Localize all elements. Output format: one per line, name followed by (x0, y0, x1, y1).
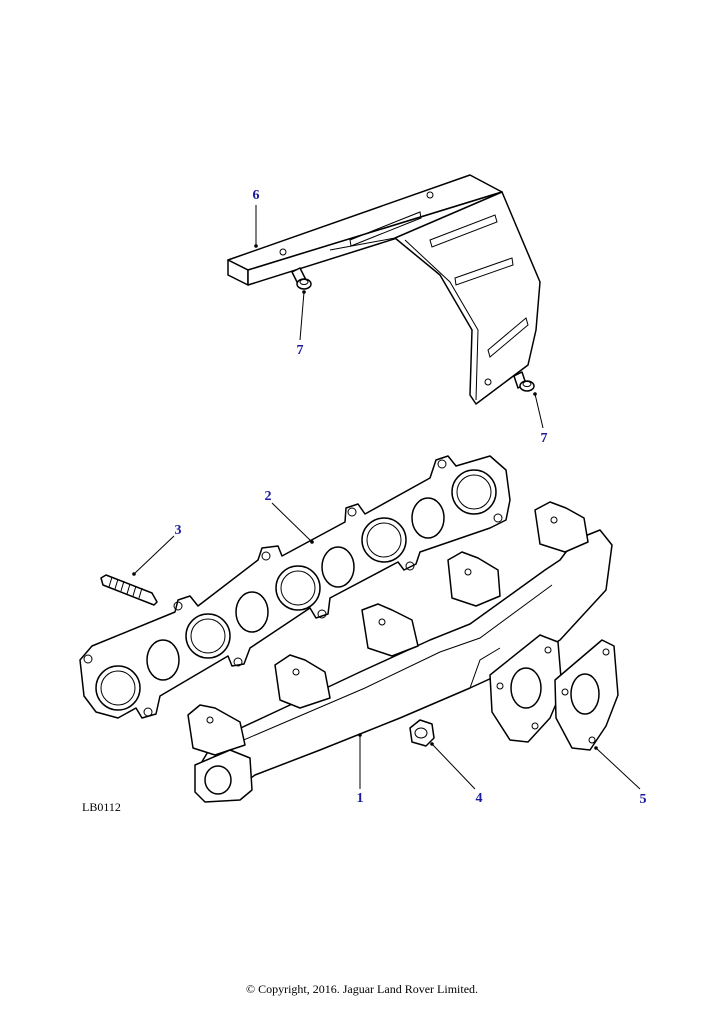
heat-shield-part-6[interactable] (227, 174, 541, 405)
diagram-reference-code: LB0112 (82, 800, 121, 814)
bolt-part-7-lower[interactable] (513, 371, 535, 392)
copyright-notice: © Copyright, 2016. Jaguar Land Rover Lim… (245, 982, 479, 996)
callout-3[interactable]: 3 (175, 523, 182, 538)
callout-labels: 6 7 7 2 3 1 4 5 (175, 188, 647, 807)
callout-7-lower[interactable]: 7 (541, 431, 548, 446)
outlet-gasket-part-5[interactable] (554, 639, 619, 751)
bolt-part-7-upper[interactable] (291, 267, 312, 290)
callout-4[interactable]: 4 (476, 791, 483, 806)
stud-part-3[interactable] (100, 574, 158, 606)
callout-2[interactable]: 2 (265, 489, 272, 504)
leader-lines (132, 205, 641, 790)
callout-1[interactable]: 1 (357, 791, 364, 806)
callout-5[interactable]: 5 (640, 792, 647, 807)
callout-7-upper[interactable]: 7 (297, 343, 304, 358)
callout-6[interactable]: 6 (253, 188, 260, 203)
manifold-gasket-part-2[interactable] (79, 455, 511, 719)
exhaust-manifold-part-1[interactable] (187, 501, 613, 803)
nut-part-4[interactable] (409, 719, 435, 747)
